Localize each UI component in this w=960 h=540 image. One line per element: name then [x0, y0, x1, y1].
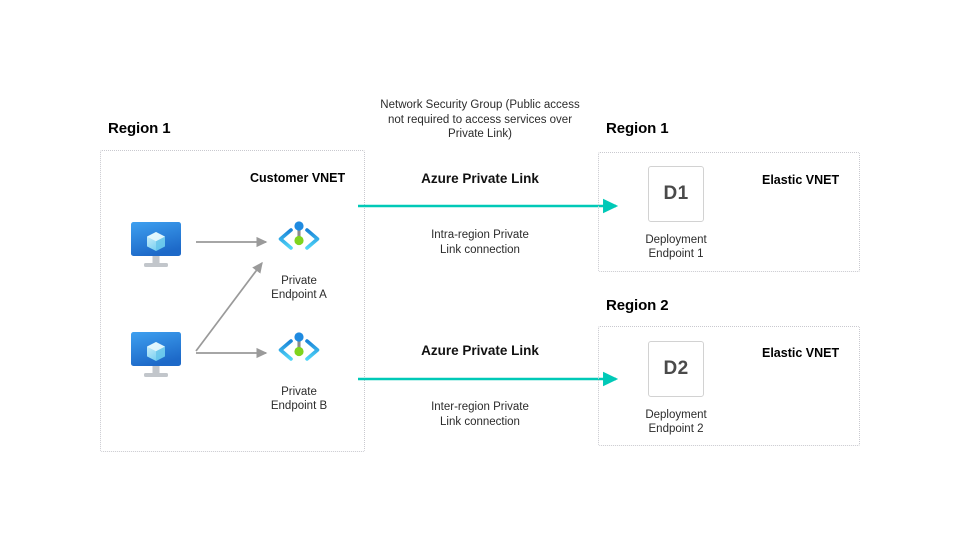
- elastic-vnet-label-1: Elastic VNET: [762, 173, 840, 187]
- private-endpoint-a-caption: Private Endpoint A: [244, 274, 354, 302]
- right-region-2-heading: Region 2: [606, 297, 669, 314]
- deployment-endpoint-caption-2-line1: Deployment: [645, 409, 707, 421]
- private-endpoint-b-caption-line1: Private: [281, 386, 317, 398]
- azure-private-link-title-1: Azure Private Link: [421, 171, 539, 186]
- customer-vnet-label: Customer VNET: [250, 171, 346, 185]
- left-region-heading: Region 1: [108, 120, 171, 137]
- elastic-vnet-label-2: Elastic VNET: [762, 346, 840, 360]
- private-link-arrow-1: [358, 198, 630, 216]
- private-link-subtitle-2-line2: Link connection: [440, 416, 520, 428]
- network-security-group-note: Network Security Group (Public access no…: [380, 99, 580, 140]
- private-endpoint-icon-b: [275, 326, 323, 374]
- customer-vnet-container: [100, 150, 365, 452]
- deployment-endpoint-caption-2-line2: Endpoint 2: [648, 423, 704, 435]
- virtual-machine-icon-2: [129, 328, 183, 382]
- private-endpoint-a-caption-line2: Endpoint A: [271, 289, 327, 301]
- deployment-endpoint-box-1: D1: [648, 166, 704, 222]
- deployment-endpoint-box-2: D2: [648, 341, 704, 397]
- deployment-endpoint-code-2: D2: [663, 358, 689, 379]
- private-link-subtitle-1-line1: Intra-region Private: [431, 229, 529, 241]
- private-endpoint-icon-a: [275, 215, 323, 263]
- deployment-endpoint-caption-1-line1: Deployment: [645, 234, 707, 246]
- elastic-vnet-container-1: [598, 152, 860, 272]
- private-endpoint-b-caption-line2: Endpoint B: [270, 400, 328, 412]
- private-endpoint-b-caption: Private Endpoint B: [244, 385, 354, 413]
- elastic-vnet-container-2: [598, 326, 860, 446]
- virtual-machine-icon-1: [129, 218, 183, 272]
- deployment-endpoint-caption-1-line2: Endpoint 1: [648, 248, 704, 260]
- private-link-subtitle-1: Intra-region Private Link connection: [370, 228, 590, 258]
- private-link-arrow-2: [358, 371, 630, 389]
- private-link-subtitle-2: Inter-region Private Link connection: [370, 400, 590, 430]
- azure-private-link-title-2: Azure Private Link: [421, 343, 539, 358]
- private-link-subtitle-1-line2: Link connection: [440, 244, 520, 256]
- deployment-endpoint-caption-2: Deployment Endpoint 2: [621, 408, 731, 436]
- right-region-1-heading: Region 1: [606, 120, 669, 137]
- private-link-subtitle-2-line1: Inter-region Private: [431, 401, 529, 413]
- private-endpoint-a-caption-line1: Private: [281, 275, 317, 287]
- deployment-endpoint-code-1: D1: [663, 183, 689, 204]
- deployment-endpoint-caption-1: Deployment Endpoint 1: [621, 233, 731, 261]
